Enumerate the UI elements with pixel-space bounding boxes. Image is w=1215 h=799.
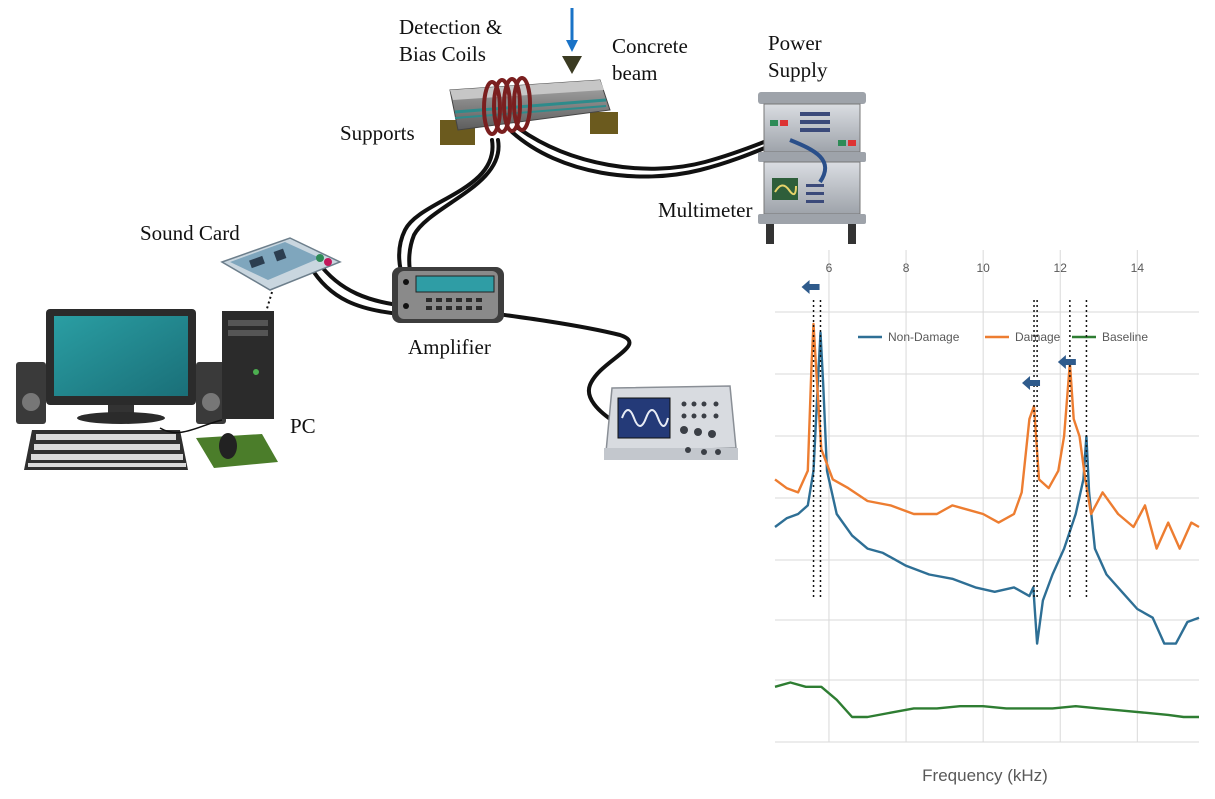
oscilloscope [604, 385, 738, 460]
amplifier [392, 267, 504, 323]
beam-support-right [590, 112, 618, 134]
cable-soundcard-to-amplifier [308, 264, 402, 316]
chart-x-tick-2: 10 [976, 261, 990, 275]
label-power-line1: Power [768, 31, 822, 55]
mouse-pad [196, 434, 278, 468]
monitor-screen [54, 316, 188, 396]
label-concrete-beam: Concrete beam [612, 33, 752, 87]
cable-coils-to-amplifier [397, 138, 495, 285]
pc [16, 309, 278, 470]
label-beam-line2: beam [612, 61, 658, 85]
label-power-line2: Supply [768, 58, 828, 82]
chart-x-tick-4: 14 [1131, 261, 1145, 275]
chart-x-tick-0: 6 [826, 261, 833, 275]
chart-series-non-damage [774, 331, 1200, 645]
label-power-supply: Power Supply [768, 30, 908, 84]
chart-legend-label-0: Non-Damage [888, 330, 960, 344]
chart-x-axis-label: Frequency (kHz) [922, 766, 1048, 785]
chart-x-tick-3: 12 [1054, 261, 1068, 275]
label-multimeter: Multimeter [658, 198, 753, 222]
chart-legend-label-2: Baseline [1102, 330, 1148, 344]
chart-shift-arrow-icon-0 [801, 280, 820, 294]
concrete-beam-assembly [440, 8, 618, 145]
chart-shift-arrow-icon-1 [1022, 376, 1041, 390]
detection-bias-coils [482, 76, 532, 136]
label-sound-card: Sound Card [140, 221, 240, 245]
oscilloscope-waveform-icon [621, 409, 669, 427]
chart-x-tick-1: 8 [903, 261, 910, 275]
chart-series-damage [774, 322, 1200, 550]
sound-card [220, 237, 342, 346]
mouse [219, 433, 237, 459]
load-point-icon [562, 56, 582, 74]
power-supply-rack [758, 92, 866, 244]
label-detection-bias-coils: Detection & Bias Coils [399, 14, 539, 68]
cable-coils-to-power-supply [510, 130, 787, 179]
oscilloscope-screen [617, 397, 671, 439]
pc-tower [222, 311, 274, 419]
label-supports: Supports [340, 121, 415, 145]
label-coils-line2: Bias Coils [399, 42, 486, 66]
amplifier-display [415, 275, 495, 293]
label-amplifier: Amplifier [408, 335, 491, 359]
label-beam-line1: Concrete [612, 34, 688, 58]
cable-coils-to-power-supply-2 [516, 126, 784, 171]
label-coils-line1: Detection & [399, 15, 503, 39]
chart-shift-arrow-icon-2 [1057, 355, 1076, 369]
label-pc: PC [290, 414, 316, 438]
chart-series-baseline [774, 681, 1199, 719]
